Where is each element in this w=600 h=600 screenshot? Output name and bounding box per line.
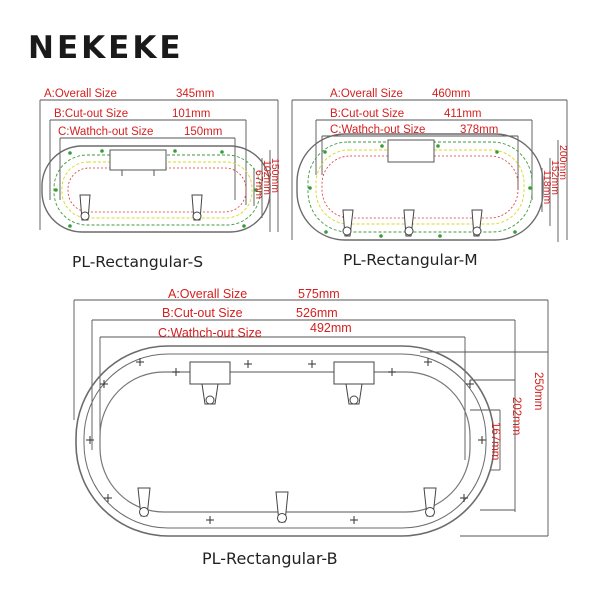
small-c-label: C:Wathch-out Size xyxy=(58,126,153,138)
small-b-value: 101mm xyxy=(172,108,210,120)
medium-window-inner-guide xyxy=(321,155,519,219)
small-dimension-lines xyxy=(39,99,279,232)
big-b-value: 526mm xyxy=(296,306,338,320)
big-c-value: 492mm xyxy=(310,321,352,335)
medium-a-value: 460mm xyxy=(432,88,470,100)
medium-hinge-left xyxy=(342,209,354,237)
big-window-outer-frame xyxy=(75,345,495,537)
medium-hinge-right xyxy=(471,209,483,237)
big-top-latch-right xyxy=(333,361,375,405)
small-hinge-left xyxy=(79,194,91,221)
small-a-label: A:Overall Size xyxy=(44,88,117,100)
medium-b-value: 411mm xyxy=(444,108,482,120)
small-top-latch xyxy=(109,149,167,171)
medium-window-outer-frame xyxy=(296,133,544,241)
medium-h3-value: 118mm xyxy=(541,170,553,204)
brand-logo: NEKEKE xyxy=(28,30,184,66)
medium-h1-value: 200mm xyxy=(557,145,569,180)
big-c-label: C:Wathch-out Size xyxy=(158,326,262,340)
medium-hinge-middle xyxy=(403,209,415,237)
big-hinge-right xyxy=(423,487,437,517)
medium-caption: PL-Rectangular-M xyxy=(343,251,478,269)
big-b-label: B:Cut-out Size xyxy=(162,306,243,320)
small-window-outer-frame xyxy=(41,145,271,233)
medium-top-latch xyxy=(387,139,435,163)
big-screw-markers xyxy=(86,358,486,524)
big-h1-value: 250mm xyxy=(532,372,544,410)
small-window-inner-guide xyxy=(67,167,247,213)
big-hinge-middle xyxy=(275,491,289,523)
big-hinge-left xyxy=(137,487,151,517)
medium-c-label: C:Wathch-out Size xyxy=(330,124,425,136)
big-a-label: A:Overall Size xyxy=(168,287,247,301)
big-window-glass-outline xyxy=(99,371,471,513)
medium-dimension-lines xyxy=(291,99,568,242)
small-screw-points xyxy=(54,149,258,228)
model-big: A:Overall Size 575mm B:Cut-out Size 526m… xyxy=(73,287,549,568)
big-top-latch-left xyxy=(189,361,231,405)
medium-screw-points xyxy=(308,144,532,238)
big-window-frame-inner-rim xyxy=(83,353,487,529)
small-h2-value: 102mm xyxy=(261,160,273,195)
small-hinge-right xyxy=(191,194,203,221)
small-b-label: B:Cut-out Size xyxy=(54,108,128,120)
medium-c-value: 378mm xyxy=(460,124,498,136)
small-h1-value: 150mm xyxy=(269,158,281,193)
big-h2-value: 202mm xyxy=(510,397,522,435)
model-small: A:Overall Size 345mm B:Cut-out Size 101m… xyxy=(39,88,281,271)
small-caption: PL-Rectangular-S xyxy=(72,253,203,271)
small-h3-value: 67mm xyxy=(253,170,265,199)
medium-a-label: A:Overall Size xyxy=(330,88,403,100)
medium-h2-value: 152mm xyxy=(549,160,561,195)
small-c-value: 150mm xyxy=(184,126,222,138)
small-a-value: 345mm xyxy=(176,88,214,100)
small-window-glass-guide xyxy=(61,161,253,219)
big-a-value: 575mm xyxy=(298,287,340,301)
medium-b-label: B:Cut-out Size xyxy=(330,108,404,120)
big-h3-value: 167mm xyxy=(489,422,501,460)
big-caption: PL-Rectangular-B xyxy=(202,549,338,568)
model-medium: A:Overall Size 460mm B:Cut-out Size 411m… xyxy=(291,88,569,269)
